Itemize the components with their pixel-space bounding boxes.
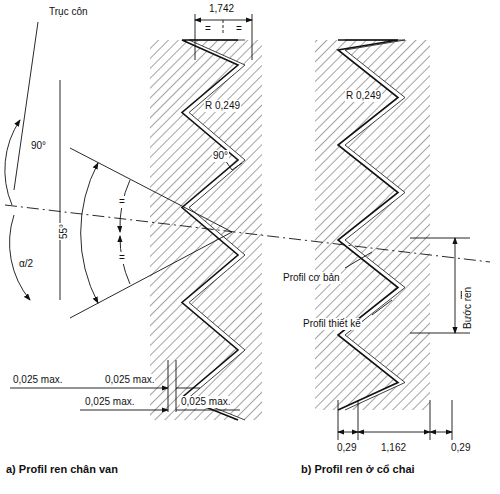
dimension-label: R 0,249 [204, 100, 241, 112]
dimension-label: 1,162 [380, 442, 407, 454]
thread-profile [182, 40, 405, 420]
dimension-label: 0,025 max. [180, 396, 231, 408]
dimension-label: = [235, 23, 243, 35]
hatched-section [150, 40, 430, 420]
thread-edge [338, 40, 398, 410]
dimension-label: 0,025 max. [104, 374, 155, 386]
design-profile [345, 40, 405, 410]
dimension-label: 0,29 [450, 442, 471, 454]
dimension-label: Profil thiết kế [302, 318, 362, 330]
dimension-label: = [204, 23, 212, 35]
dimension-label: 0,025 max. [12, 374, 63, 386]
dimension-label: Bước ren [462, 286, 474, 330]
dimension-label: Profil cơ bản [282, 272, 341, 284]
dimension-label: Trục côn [48, 6, 89, 18]
dimension-label: 55° [58, 223, 70, 240]
dimension-label: 0,29 [336, 442, 357, 454]
dimension-label: 90° [212, 150, 229, 162]
dimension-label: α/2 [18, 258, 34, 270]
figure-caption: b) Profil ren ở cổ chai [300, 463, 416, 475]
dimension-label: 0,025 max. [84, 396, 135, 408]
dimension-label: = [118, 252, 126, 264]
dimension-label: = [118, 196, 126, 208]
design-profile [189, 40, 245, 420]
dimension-label: 90° [30, 140, 47, 152]
dimension-lines [5, 14, 490, 440]
dimension-label: 1,742 [208, 3, 235, 15]
figure-caption: a) Profil ren chân van [5, 463, 119, 475]
dimension-label: R 0,249 [345, 90, 382, 102]
